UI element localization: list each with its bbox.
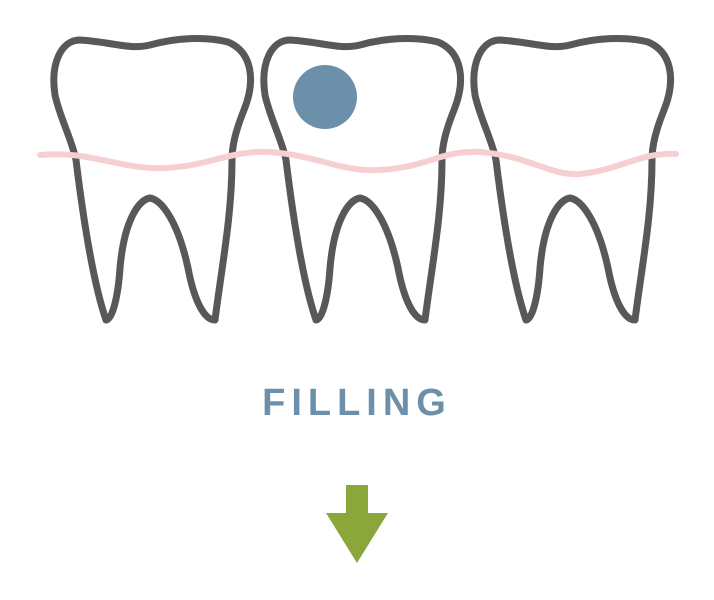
gum-line bbox=[37, 148, 679, 178]
arrow-down-icon bbox=[326, 485, 388, 563]
caption-filling: FILLING bbox=[262, 382, 452, 424]
arrow-down-shape bbox=[326, 485, 388, 563]
teeth-illustration bbox=[37, 34, 679, 324]
left-molar bbox=[50, 34, 254, 324]
right-molar bbox=[470, 34, 674, 324]
filling-spot bbox=[293, 65, 357, 129]
middle-molar bbox=[260, 34, 464, 324]
